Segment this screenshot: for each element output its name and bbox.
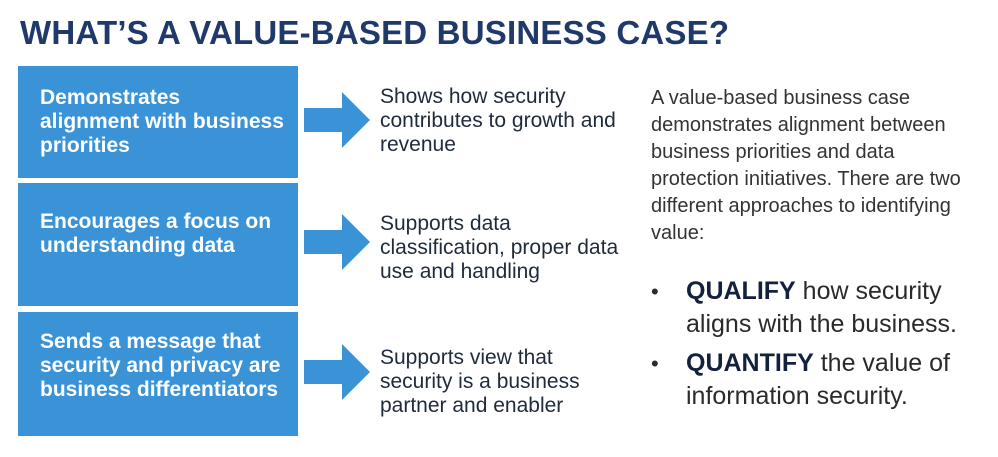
bullet-icon: • [651, 351, 659, 376]
list-item-quantify: • QUANTIFY the value of information secu… [651, 347, 991, 413]
result-growth-revenue: Shows how security contributes to growth… [380, 85, 616, 156]
result-data-classification: Supports data classification, proper dat… [380, 212, 619, 283]
approaches-list: • QUALIFY how security aligns with the b… [651, 275, 991, 419]
list-item-qualify: • QUALIFY how security aligns with the b… [651, 275, 991, 341]
result-business-partner: Supports view that security is a busines… [380, 346, 580, 417]
page-title: WHAT’S A VALUE-BASED BUSINESS CASE? [20, 14, 730, 51]
bullet-text: how security aligns with the business. [686, 277, 957, 338]
bullet-icon: • [651, 279, 659, 304]
keyword-quantify: QUANTIFY [686, 349, 814, 377]
box-demonstrates-alignment: Demonstrates alignment with business pri… [18, 66, 298, 178]
arrow-right-icon [304, 92, 370, 148]
arrow-right-icon [304, 214, 370, 270]
intro-paragraph: A value-based business case demonstrates… [651, 87, 961, 244]
box-sends-message: Sends a message that security and privac… [18, 312, 298, 436]
bullet-text: the value of information security. [686, 349, 950, 410]
arrow-right-icon [304, 344, 370, 400]
keyword-qualify: QUALIFY [686, 277, 796, 305]
box-encourages-focus: Encourages a focus on understanding data [18, 183, 298, 306]
